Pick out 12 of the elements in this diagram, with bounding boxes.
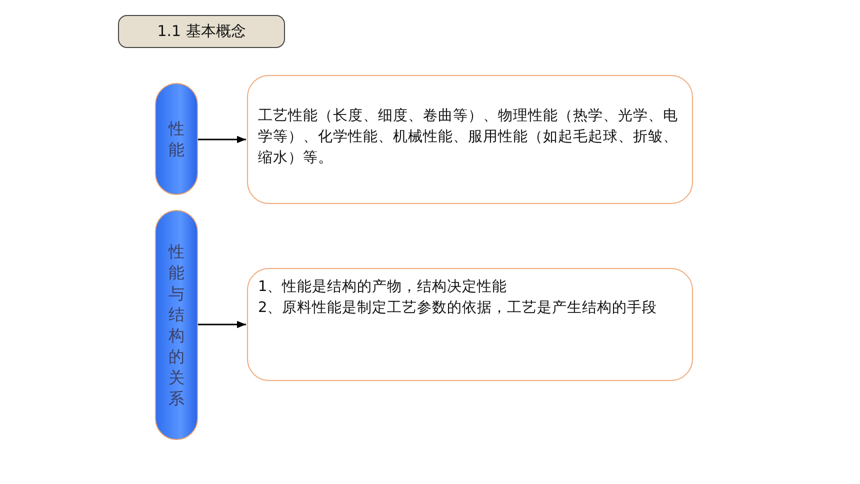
pill-label: 性能 xyxy=(168,118,185,160)
text-box xyxy=(247,75,693,204)
box-text: 2、原料性能是制定工艺参数的依据，工艺是产生结构的手段 xyxy=(258,298,658,318)
title-banner: 1.1 基本概念 xyxy=(118,15,285,48)
arrow xyxy=(198,136,246,144)
rounded-pill xyxy=(155,83,198,195)
box-text: 工艺性能（长度、细度、卷曲等）、物理性能（热学、光学、电学等）、化学性能、机械性能、服用性能（如起毛起球、折皱、缩水）等。 xyxy=(258,106,679,168)
pill-label: 性能与结构的关系 xyxy=(168,241,185,409)
rounded-pill xyxy=(155,210,198,440)
box-text: 1、性能是结构的产物，结构决定性能 xyxy=(258,278,508,297)
text-box xyxy=(247,268,693,381)
arrow xyxy=(198,320,246,328)
